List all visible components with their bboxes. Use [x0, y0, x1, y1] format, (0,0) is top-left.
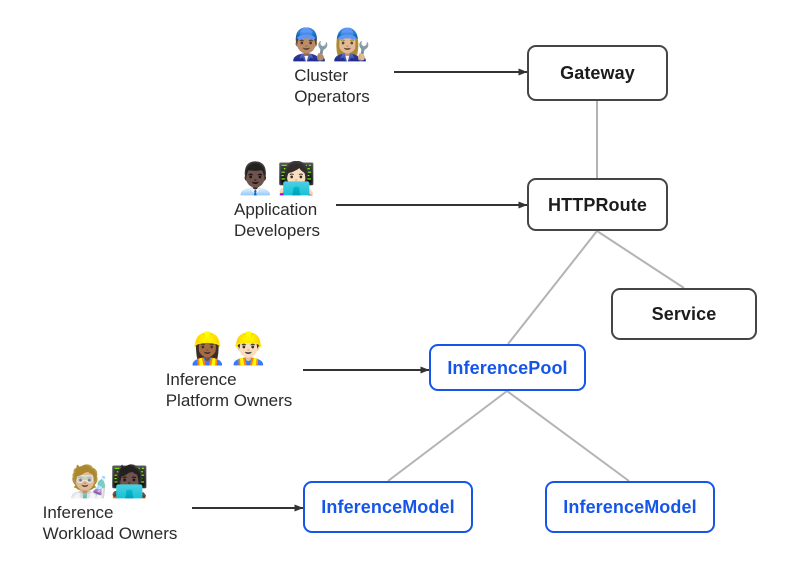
actor-cluster-operators[interactable]: 👨🏽‍🔧👩🏼‍🔧 Cluster Operators: [237, 29, 427, 108]
node-inferencemodel-right-label: InferenceModel: [563, 497, 697, 517]
inference-platform-owners-label: Inference Platform Owners: [165, 369, 293, 411]
node-service-label: Service: [651, 304, 717, 324]
actor-inference-workload-owners[interactable]: 🧑🏼‍🔬🧑🏿‍💻 Inference Workload Owners: [15, 466, 205, 545]
node-gateway[interactable]: Gateway: [527, 45, 668, 101]
edge-httproute-inferencepool: [507, 230, 598, 345]
inference-workload-owners-emoji-pair: 🧑🏼‍🔬🧑🏿‍💻: [69, 464, 151, 500]
edge-inferencepool-inferencemodel-right: [506, 390, 630, 482]
node-inferencemodel-right[interactable]: InferenceModel: [545, 481, 715, 533]
node-inferencemodel-left-label: InferenceModel: [321, 497, 455, 517]
actor-application-developers[interactable]: 👨🏿‍💼👩🏻‍💻 Application Developers: [182, 163, 372, 242]
cluster-operators-emoji-pair: 👨🏽‍🔧👩🏼‍🔧: [291, 27, 373, 63]
node-gateway-label: Gateway: [560, 63, 635, 83]
node-inferencepool[interactable]: InferencePool: [429, 344, 586, 391]
edge-inferencepool-inferencemodel-left: [387, 390, 508, 482]
inference-workload-owners-label: Inference Workload Owners: [42, 502, 178, 544]
node-inferencemodel-left[interactable]: InferenceModel: [303, 481, 473, 533]
node-httproute-label: HTTPRoute: [548, 194, 647, 215]
node-inferencepool-label: InferencePool: [447, 357, 568, 378]
application-developers-label: Application Developers: [234, 199, 320, 241]
actor-inference-platform-owners[interactable]: 👷🏾‍♀️👷🏻‍♂️ Inference Platform Owners: [134, 333, 324, 412]
inference-platform-owners-emoji-pair: 👷🏾‍♀️👷🏻‍♂️: [188, 331, 270, 367]
edge-httproute-service: [596, 230, 685, 289]
application-developers-emoji-pair: 👨🏿‍💼👩🏻‍💻: [236, 161, 318, 197]
node-service[interactable]: Service: [611, 288, 757, 340]
node-httproute[interactable]: HTTPRoute: [527, 178, 668, 231]
cluster-operators-label: Cluster Operators: [294, 65, 370, 107]
